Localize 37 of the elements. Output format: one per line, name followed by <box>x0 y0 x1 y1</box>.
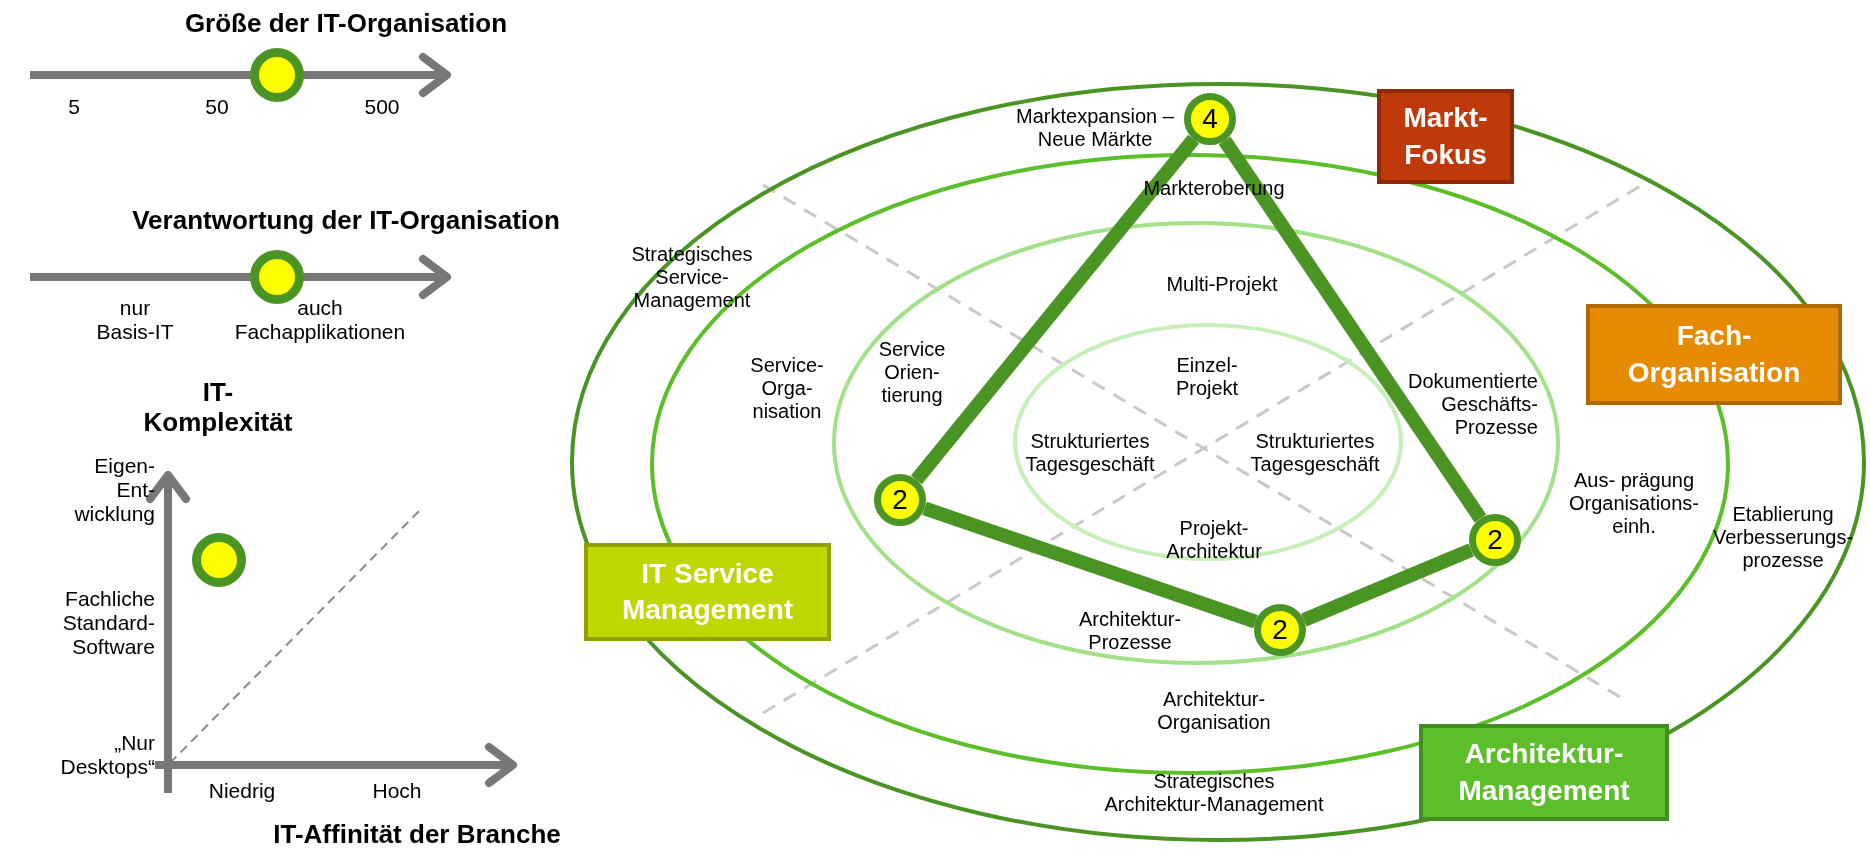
tick-label: nur Basis-IT <box>96 295 174 345</box>
tick-label: auch Fachapplikationen <box>234 295 406 345</box>
ring-label: Multi-Projekt <box>1166 272 1278 296</box>
tick-label: 50 <box>205 94 229 120</box>
ring-label: Architektur- Organisation <box>1157 688 1271 734</box>
score-marker: 4 <box>1184 93 1236 145</box>
ring-label: Strukturiertes Tagesgeschäft <box>1025 430 1155 476</box>
ring-ellipse <box>832 221 1560 665</box>
chart-title: Verantwortung der IT-Organisation <box>132 206 560 236</box>
ring-label: Einzel- Projekt <box>1175 354 1239 400</box>
ring-label: Architektur- Prozesse <box>1078 608 1182 654</box>
axis-title: IT-Affinität der Branche <box>273 820 561 850</box>
connector-line <box>1218 136 1487 523</box>
ring-label: Marktexpansion – Neue Märkte <box>1015 105 1175 151</box>
ring-label: Projekt- Architektur <box>1166 517 1262 563</box>
tick-label: Eigen- Ent- wicklung <box>74 453 155 527</box>
tick-label: Hoch <box>372 778 422 804</box>
ring-label: Service Orien- tierung <box>878 337 946 407</box>
score-marker: 2 <box>874 474 926 526</box>
tick-label: Niedrig <box>208 778 276 804</box>
tick-label: 5 <box>68 94 80 120</box>
tick-label: Fachliche Standard- Software <box>62 586 155 660</box>
score-marker: 2 <box>1469 514 1521 566</box>
tick-label: 500 <box>364 94 400 120</box>
ring-label: Strukturiertes Tagesgeschäft <box>1250 430 1380 476</box>
chart-title: Größe der IT-Organisation <box>184 9 508 39</box>
tick-label: „Nur Desktops“ <box>60 730 155 780</box>
ring-label: Service- Orga- nisation <box>750 353 824 423</box>
ring-label: Strategisches Architektur-Management <box>1104 770 1324 816</box>
connector-line <box>911 134 1199 485</box>
ring-label: Dokumentierte Geschäfts- Prozesse <box>1407 369 1538 439</box>
score-marker: 2 <box>1254 604 1306 656</box>
rating-marker <box>250 48 304 102</box>
axis-title: IT- Komplexität <box>143 378 293 438</box>
rating-marker <box>192 533 246 587</box>
ring-ellipse <box>1013 323 1403 561</box>
ring-label: Aus- prägung Organisations- einh. <box>1568 468 1700 538</box>
